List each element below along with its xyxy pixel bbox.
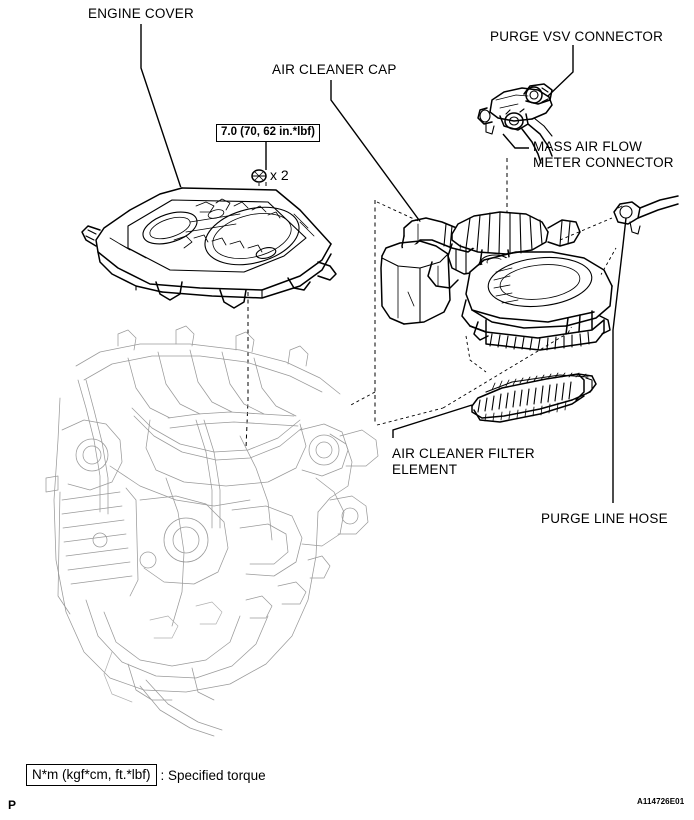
torque-legend-unit-box: N*m (kgf*cm, ft.*lbf) xyxy=(26,764,157,786)
torque-legend: N*m (kgf*cm, ft.*lbf) : Specified torque xyxy=(26,764,266,786)
dash-cover-to-engine xyxy=(245,292,249,449)
callout-mass-air-flow-meter-connector: MASS AIR FLOW METER CONNECTOR xyxy=(533,139,674,170)
air-cleaner-assembly-illustration xyxy=(380,211,613,351)
callout-purge-line-hose: PURGE LINE HOSE xyxy=(541,511,668,526)
dash-zone-to-engine xyxy=(348,391,376,407)
callout-air-cleaner-cap: AIR CLEANER CAP xyxy=(272,62,397,77)
engine-cover-illustration xyxy=(81,187,337,309)
torque-legend-description: : Specified torque xyxy=(160,767,266,783)
page-marker: P xyxy=(8,798,17,812)
engine-block-ghost-illustration xyxy=(45,325,379,737)
callout-purge-vsv-connector: PURGE VSV CONNECTOR xyxy=(490,29,664,44)
leader-purge-vsv xyxy=(547,45,574,97)
leader-maf-connector xyxy=(502,133,529,149)
air-cleaner-filter-element-illustration xyxy=(471,372,597,423)
purge-line-hose-clip-illustration xyxy=(613,195,679,235)
leader-lines xyxy=(140,24,627,503)
leader-filter-element xyxy=(392,404,473,438)
callout-engine-cover: ENGINE COVER xyxy=(88,6,194,21)
torque-spec-box: 7.0 (70, 62 in.*lbf) xyxy=(216,124,320,142)
leader-air-cleaner-cap xyxy=(330,80,431,236)
engine-cover-embossed-badge xyxy=(173,198,281,253)
figure-code: A114726E01 xyxy=(637,797,685,806)
callout-air-cleaner-filter-element: AIR CLEANER FILTER ELEMENT xyxy=(392,446,535,477)
bolt-symbol xyxy=(251,142,267,190)
dash-element-seat xyxy=(465,335,487,373)
leader-engine-cover xyxy=(140,24,182,189)
filter-top-hatch xyxy=(491,372,587,391)
dash-proj-bottom-a xyxy=(376,407,444,426)
bolt-quantity-label: x 2 xyxy=(270,167,289,183)
purge-vsv-assembly-illustration xyxy=(477,83,553,164)
leader-purge-line-hose xyxy=(612,217,627,503)
